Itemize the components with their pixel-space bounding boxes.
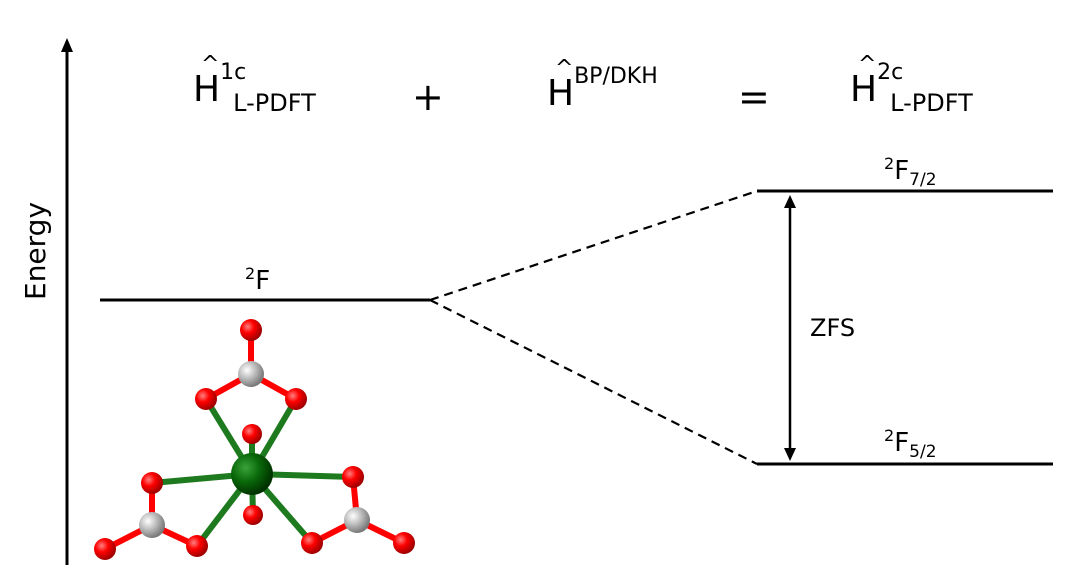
zfs-arrowhead-bottom <box>784 448 796 461</box>
level-2F7-2-base: F <box>894 156 910 186</box>
equals-sign: = <box>738 75 770 119</box>
equation-term-1: ^ H1cL-PDFT <box>193 54 316 116</box>
level-label-2F5-2: 2F5/2 <box>884 428 937 461</box>
energy-axis-label: Energy <box>19 201 52 300</box>
term-2-base: H <box>547 73 575 114</box>
term-1-sub: L-PDFT <box>233 89 316 117</box>
zfs-arrowhead-top <box>784 195 796 208</box>
term-1-base: H <box>193 69 221 110</box>
hat-3: ^ <box>858 52 877 77</box>
level-2F5-2-sub: 5/2 <box>909 442 937 462</box>
term-1-sup: 1c <box>220 60 247 85</box>
energy-axis-arrowhead <box>61 38 73 52</box>
level-label-2F7-2: 2F7/2 <box>884 156 937 189</box>
dashed-link-upper <box>429 189 758 302</box>
level-2F7-2-sup: 2 <box>884 154 895 173</box>
zfs-label: ZFS <box>810 314 856 342</box>
molecule-image <box>94 319 415 560</box>
dashed-link-lower <box>429 299 758 465</box>
level-label-2F: 2F <box>245 266 271 296</box>
level-2F-sup: 2 <box>245 264 256 283</box>
hat-1: ^ <box>201 52 220 77</box>
plus-sign: + <box>412 75 444 119</box>
level-2F7-2-sub: 7/2 <box>909 170 937 190</box>
term-3-sup: 2c <box>877 60 904 85</box>
term-3-sub: L-PDFT <box>890 89 973 117</box>
level-2F5-2-sup: 2 <box>884 426 895 445</box>
term-3-base: H <box>850 69 878 110</box>
level-2F-base: F <box>255 266 271 296</box>
hat-2: ^ <box>555 56 574 81</box>
equation-term-3: ^ H2cL-PDFT <box>850 54 973 116</box>
equation-term-2: ^ HBP/DKH <box>547 58 658 114</box>
level-2F5-2-base: F <box>894 428 910 458</box>
term-2-sup: BP/DKH <box>574 64 658 89</box>
